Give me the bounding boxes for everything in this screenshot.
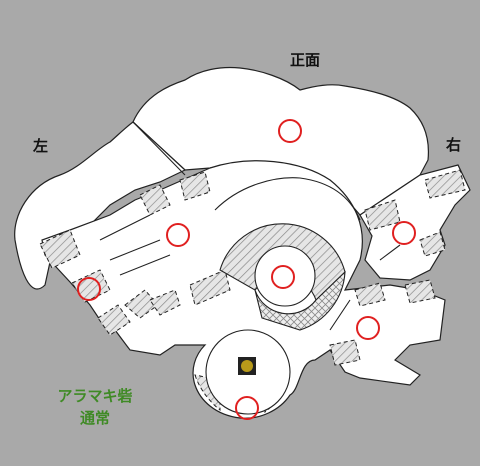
marker-right-lower [356,316,380,340]
objective-markers [77,119,416,420]
marker-front [278,119,302,143]
central-ring [219,223,346,331]
map-name: アラマキ砦 [57,387,133,405]
map-mode: 通常 [79,409,110,427]
direction-label-right: 右 [446,136,462,154]
direction-label-front: 正面 [290,51,321,69]
upper-platform-arc [214,177,361,221]
marker-bottom [235,396,259,420]
wall-lines [99,121,401,331]
marker-left-upper [166,223,190,247]
direction-label-left: 左 [33,137,49,155]
spawn-icon [238,357,256,375]
marker-left-lower [77,277,101,301]
marker-center [271,265,295,289]
marker-right [392,221,416,245]
